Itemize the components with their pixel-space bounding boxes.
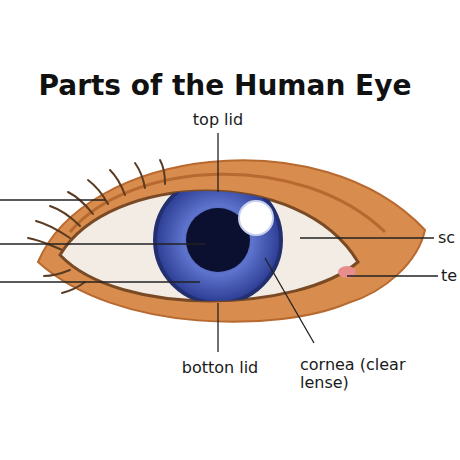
leader-lines bbox=[0, 133, 438, 352]
part-label: te bbox=[441, 267, 457, 285]
iris bbox=[155, 177, 281, 303]
part-label: botton lid bbox=[182, 359, 259, 377]
part-label: sc bbox=[438, 229, 455, 247]
diagram-title: Parts of the Human Eye bbox=[39, 70, 412, 102]
eyelid-skin bbox=[38, 160, 425, 322]
iris-group bbox=[155, 177, 281, 303]
part-label: top lid bbox=[193, 111, 243, 129]
highlight bbox=[239, 201, 273, 235]
part-label: cornea (clear lense) bbox=[300, 356, 412, 393]
